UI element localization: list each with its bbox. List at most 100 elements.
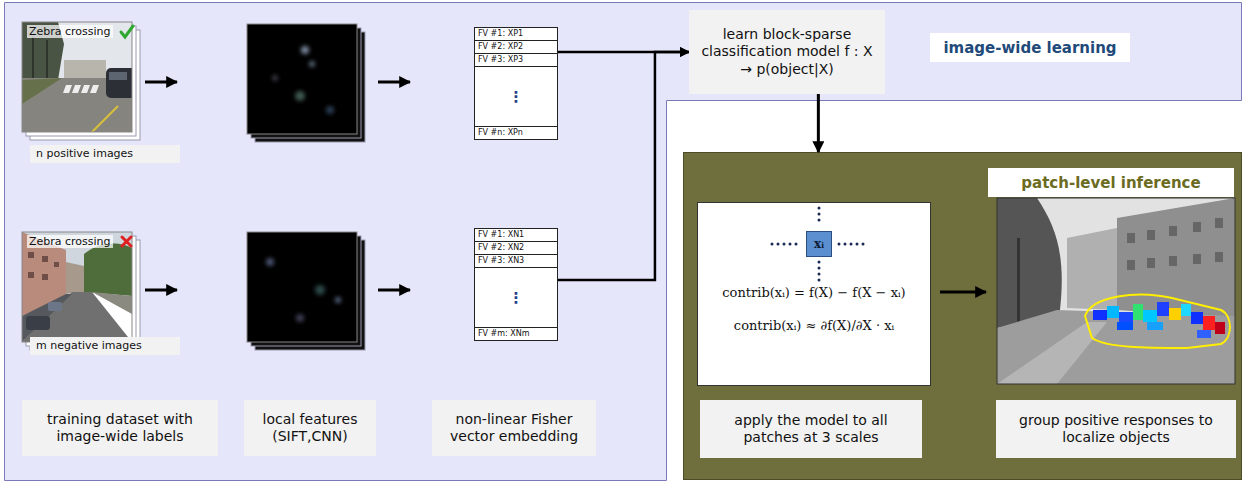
flow-arrow: [145, 289, 177, 292]
patch-neighbour-dots: [772, 208, 867, 284]
negative-image-stack: [22, 232, 132, 342]
localization-result-image: [1197, 330, 1211, 338]
negative-image-stack: [84, 243, 132, 296]
negative-image-stack: [28, 272, 34, 278]
positive-image-stack: [22, 22, 140, 140]
negative-image-stack: [54, 262, 59, 267]
negative-feature-stack: [296, 314, 304, 322]
patch-neighbour-dots: [772, 243, 800, 246]
negative-feature-stack: [266, 258, 341, 322]
node-text: learn block-sparse classification model …: [697, 26, 877, 77]
localization-result-image: [997, 198, 1235, 384]
step-box: non-linear Fisher vector embedding: [432, 400, 596, 456]
fisher-vector-row: FV #2: XP2: [475, 41, 557, 54]
positive-image-stack: [46, 40, 48, 80]
localization-result-image: [1119, 312, 1133, 322]
localization-result-image: [1215, 252, 1223, 262]
negative-feature-stack: [335, 297, 341, 303]
image-label: Zebra crossing: [27, 235, 113, 248]
negative-feature-stack: [266, 258, 274, 266]
result-image-frame: [997, 198, 1235, 384]
localization-result-image: [1093, 310, 1107, 320]
panel-title: image-wide learning: [935, 39, 1124, 57]
model-box: learn block-sparse classification model …: [689, 10, 885, 94]
localization-result-image: [1085, 295, 1230, 348]
positive-image-stack: [63, 85, 72, 93]
negative-cross-mark: [122, 237, 131, 246]
positive-image-stack: [22, 22, 132, 132]
positive-feature-stack: [301, 46, 309, 54]
localization-result-image: [1147, 322, 1163, 330]
localization-result-image: [1193, 222, 1201, 232]
localization-result-image: [997, 198, 1235, 384]
node-text: apply the model to all patches at 3 scal…: [708, 412, 914, 446]
negative-image-stack: [42, 274, 48, 280]
localization-result-image: [1127, 233, 1135, 243]
set-tag: n positive images: [30, 145, 180, 163]
localization-result-image: [1169, 308, 1181, 320]
negative-feature-stack: [315, 285, 325, 295]
negative-image-stack: [26, 316, 50, 330]
positive-feature-stack: [326, 106, 334, 114]
step-box: training dataset with image-wide labels: [22, 400, 218, 456]
panel-title-box: image-wide learning: [930, 33, 1130, 62]
negative-image-stack: [22, 232, 140, 350]
negative-image-stack: [48, 302, 62, 311]
localization-result-image: [1117, 322, 1133, 330]
localization-result-image: [1127, 260, 1135, 270]
panel-title-box: patch-level inference: [988, 168, 1234, 197]
localization-result-image: [1215, 322, 1225, 334]
fisher-vector-row: FV #3: XP3: [475, 54, 557, 67]
fisher-vector-row: FV #1: XP1: [475, 28, 557, 41]
formula-text: contrib(xᵢ) = f(X) − f(X − xᵢ): [722, 285, 905, 300]
patch-neighbour-dots: [818, 208, 821, 226]
localization-result-image: [997, 198, 1062, 328]
formula-box: contrib(xᵢ) = f(X) − f(X − xᵢ) contrib(xᵢ…: [697, 202, 931, 386]
positive-image-stack: [106, 68, 132, 98]
node-text: non-linear Fisher vector embedding: [440, 411, 588, 445]
step-box: apply the model to all patches at 3 scal…: [700, 400, 922, 458]
negative-image-stack: [28, 252, 34, 258]
flow-connector: [558, 52, 689, 280]
positive-image-stack: [72, 85, 81, 93]
step-box: group positive responses to localize obj…: [996, 400, 1236, 458]
flow-arrow: [378, 81, 410, 84]
negative-image-stack: [22, 232, 132, 342]
positive-image-stack: [32, 36, 34, 82]
flow-arrow: [940, 291, 986, 294]
positive-image-stack: [22, 22, 132, 132]
localization-result-image: [1133, 304, 1143, 320]
image-label: Zebra crossing: [27, 25, 113, 38]
localization-result-image: [1143, 310, 1157, 322]
fisher-vector-list: FV #1: XN1FV #2: XN2FV #3: XN3⋮FV #m: XN…: [474, 228, 558, 341]
localization-result-image: [1181, 304, 1191, 316]
node-text: training dataset with image-wide labels: [30, 411, 210, 445]
positive-feature-stack: [295, 91, 305, 101]
formula-text: contrib(xᵢ) ≈ ∂f(X)/∂X · xᵢ: [734, 318, 894, 333]
localization-result-image: [1157, 302, 1169, 316]
learning-panel-ground: [5, 3, 1242, 481]
negative-feature-stack: [247, 232, 365, 350]
node-text: m negative images: [36, 339, 142, 353]
patch-neighbour-dots: [818, 262, 821, 284]
flow-arrow: [378, 289, 410, 292]
formula-ground: [697, 202, 931, 386]
node-text: n positive images: [36, 147, 133, 161]
localization-result-image: [1193, 254, 1201, 264]
positive-feature-stack: [272, 46, 334, 114]
positive-image-stack: [92, 106, 118, 132]
localization-result-image: [1147, 258, 1155, 268]
step-box: local features (SIFT,CNN): [244, 400, 376, 456]
fisher-vector-row: ⋮: [475, 268, 557, 328]
positive-check-mark: [121, 26, 133, 37]
fisher-vector-row: FV #2: XN2: [475, 242, 557, 255]
panel-title: patch-level inference: [1013, 174, 1208, 192]
localization-result-image: [1107, 306, 1119, 318]
localization-result-image: [1191, 312, 1203, 324]
fisher-vector-row: FV #1: XN1: [475, 229, 557, 242]
flow-connector: [817, 94, 820, 152]
inference-panel-ground: [684, 153, 1242, 480]
positive-image-stack: [81, 85, 90, 93]
